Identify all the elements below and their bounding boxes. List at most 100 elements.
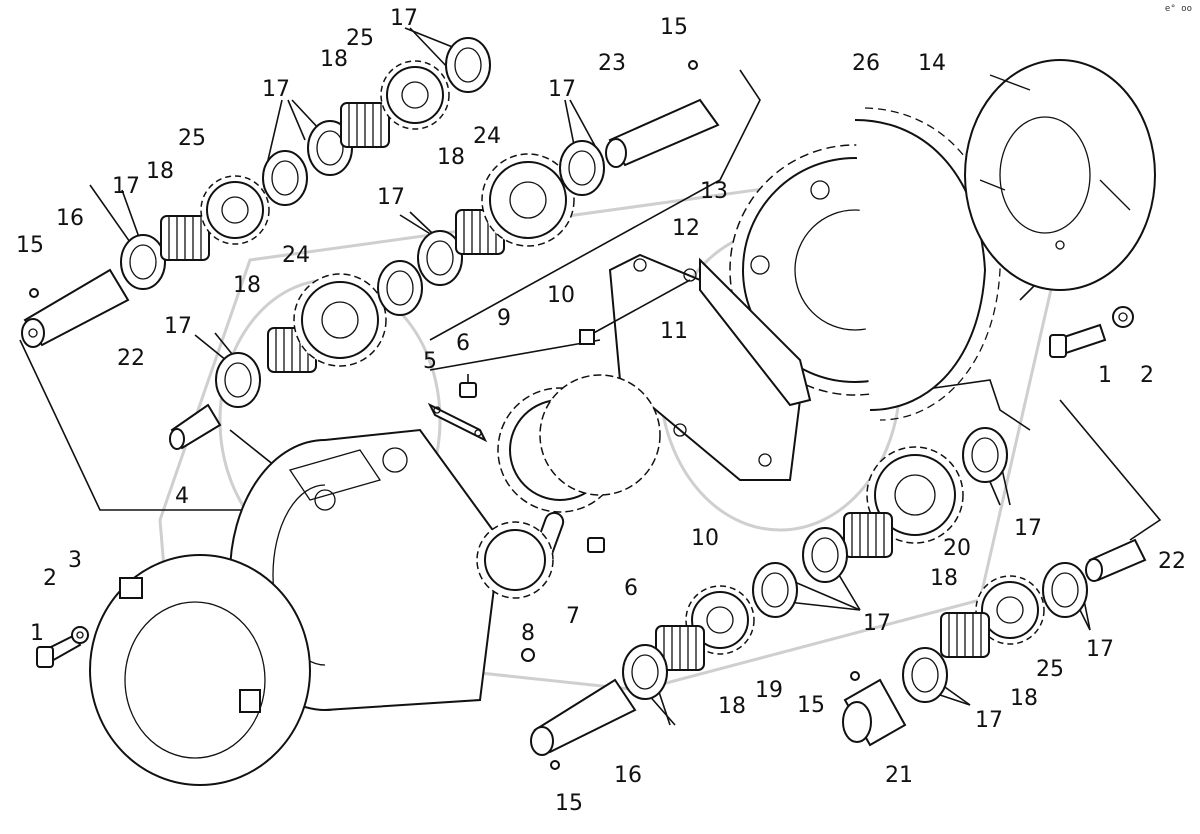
- roller-bearing-18-rl: [940, 612, 990, 658]
- label-16-upper: 16: [56, 206, 84, 231]
- label-5: 5: [423, 349, 437, 374]
- label-6-upper: 6: [456, 331, 470, 356]
- label-19: 19: [755, 678, 783, 703]
- label-17-h: 17: [863, 611, 891, 636]
- label-17-f: 17: [548, 77, 576, 102]
- label-24-mid: 24: [282, 243, 310, 268]
- washer-17-right: [962, 427, 1008, 483]
- label-20: 20: [943, 536, 971, 561]
- gear-24-mid: [293, 273, 387, 367]
- label-17-b: 17: [262, 77, 290, 102]
- pin-22-right: [1085, 538, 1147, 582]
- label-18-f: 18: [718, 694, 746, 719]
- label-15-left: 15: [16, 233, 44, 258]
- label-18-b: 18: [320, 47, 348, 72]
- label-8: 8: [521, 621, 535, 646]
- washer-17-mid: [215, 352, 261, 408]
- washer-2-right: [1112, 306, 1134, 328]
- pin-22-left: [169, 403, 222, 450]
- washer-2-left: [71, 626, 89, 644]
- washer-17-r3: [752, 562, 798, 618]
- washer-17-mid-b: [377, 260, 423, 316]
- corner-mark: e° oo: [1164, 4, 1192, 14]
- label-9: 9: [497, 306, 511, 331]
- label-24-upper: 24: [473, 124, 501, 149]
- washer-17-r2: [802, 527, 848, 583]
- label-15-bottom: 15: [555, 791, 583, 816]
- label-17-i: 17: [1086, 637, 1114, 662]
- flange-housing-3: [89, 554, 311, 786]
- label-21: 21: [885, 763, 913, 788]
- pin-21: [842, 678, 907, 747]
- washer-17-left: [120, 234, 166, 290]
- washer-17-left-b: [262, 150, 308, 206]
- gear-25-top: [380, 60, 450, 130]
- bolt-6-upper: [459, 374, 477, 398]
- label-18-a: 18: [146, 159, 174, 184]
- label-18-c: 18: [233, 273, 261, 298]
- label-26: 26: [852, 51, 880, 76]
- label-10-lower: 10: [691, 526, 719, 551]
- label-7: 7: [566, 604, 580, 629]
- washer-17-center-b: [559, 140, 605, 196]
- ball-15-upper-left: [29, 288, 39, 298]
- label-10-upper: 10: [547, 283, 575, 308]
- label-12: 12: [672, 216, 700, 241]
- label-25-right: 25: [1036, 657, 1064, 682]
- cover-plate-14: [964, 59, 1156, 291]
- label-25-top: 25: [346, 26, 374, 51]
- pin-shaft-16-lower: [530, 678, 637, 756]
- gear-24-upper: [481, 153, 575, 247]
- label-18-g: 18: [1010, 686, 1038, 711]
- label-13: 13: [700, 179, 728, 204]
- ball-8: [521, 648, 535, 662]
- label-17-a: 17: [112, 174, 140, 199]
- label-1-left: 1: [30, 621, 44, 646]
- label-1-right: 1: [1098, 363, 1112, 388]
- pin-shaft-16-upper: [21, 268, 130, 348]
- label-6-lower: 6: [624, 576, 638, 601]
- gear-26: [854, 107, 1001, 421]
- roller-bearing-18-right: [843, 512, 893, 558]
- label-22-right: 22: [1158, 549, 1186, 574]
- label-14: 14: [918, 51, 946, 76]
- ball-15-top: [688, 60, 698, 70]
- washer-17-top: [445, 37, 491, 93]
- label-17-j: 17: [975, 708, 1003, 733]
- plate-5: [427, 402, 488, 443]
- washer-17-rl2: [902, 647, 948, 703]
- bolt-6-lower: [587, 537, 605, 553]
- washer-17-lower: [622, 644, 668, 700]
- label-17-c: 17: [390, 6, 418, 31]
- label-22-left: 22: [117, 346, 145, 371]
- label-3: 3: [68, 548, 82, 573]
- gear-25-left: [200, 175, 270, 245]
- label-4: 4: [175, 484, 189, 509]
- label-2-left: 2: [43, 566, 57, 591]
- label-17-d: 17: [164, 314, 192, 339]
- roller-bearing-18-left: [160, 215, 210, 261]
- bolt-1-right: [1049, 323, 1107, 358]
- label-16-lower: 16: [614, 763, 642, 788]
- planet-gear-8: [476, 521, 554, 599]
- label-18-d: 18: [437, 145, 465, 170]
- callout-labels: 1 1 2 2 3 4 5 6 6 7 8 9 10 10 11 12 13 1…: [16, 6, 1186, 816]
- label-15-top: 15: [660, 15, 688, 40]
- label-18-e: 18: [930, 566, 958, 591]
- ball-15-lower: [550, 760, 560, 770]
- label-2-right: 2: [1140, 363, 1154, 388]
- bolt-1-left: [36, 633, 82, 668]
- label-11: 11: [660, 319, 688, 344]
- roller-bearing-18-top: [340, 102, 390, 148]
- label-15-right: 15: [797, 693, 825, 718]
- washer-17-rl: [1042, 562, 1088, 618]
- pin-23: [605, 98, 720, 168]
- gear-ring-9: [497, 374, 661, 513]
- bolt-11: [579, 279, 691, 345]
- ball-15-right: [850, 671, 860, 681]
- label-17-e: 17: [377, 185, 405, 210]
- label-23: 23: [598, 51, 626, 76]
- label-25-left: 25: [178, 126, 206, 151]
- label-17-g: 17: [1014, 516, 1042, 541]
